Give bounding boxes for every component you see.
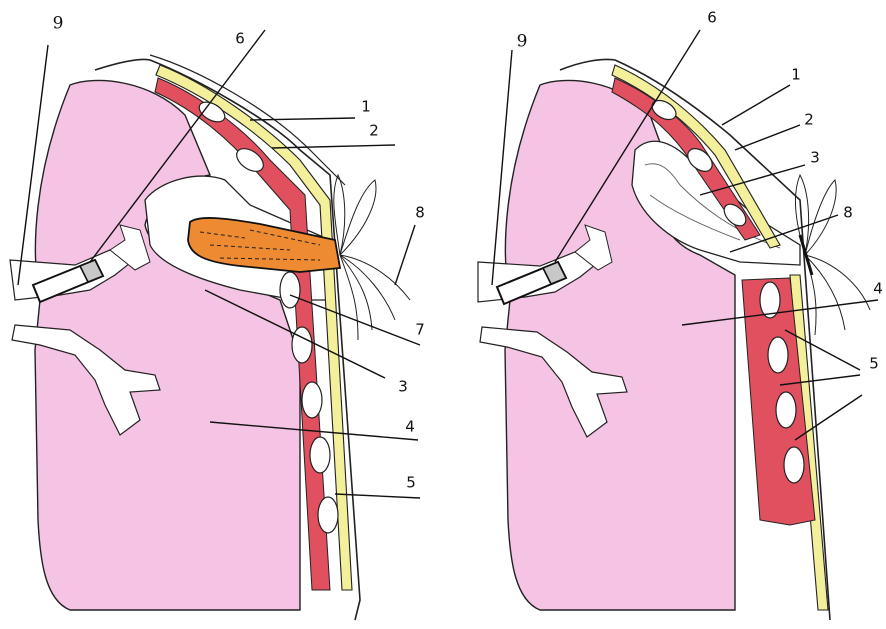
left-leader-2	[272, 145, 395, 148]
left-drain-fibers	[334, 175, 410, 340]
right-leader-1	[722, 85, 790, 125]
left-rib	[310, 437, 330, 473]
right-label-3: 3	[810, 151, 820, 166]
right-label-5: 5	[869, 357, 879, 372]
right-drain-tube	[800, 235, 812, 275]
right-label-8: 8	[843, 206, 853, 221]
right-label-4: 4	[873, 282, 883, 297]
right-label-1: 1	[791, 68, 801, 83]
left-rib	[292, 327, 312, 363]
right-rib	[784, 447, 804, 483]
left-leader-8	[395, 225, 415, 285]
right-label-6: 6	[707, 11, 717, 26]
left-label-6: 6	[235, 32, 245, 47]
right-rib	[776, 392, 796, 428]
left-label-7: 7	[415, 323, 425, 338]
left-label-5: 5	[406, 476, 416, 491]
left-label-4: 4	[405, 420, 415, 435]
left-leader-5	[335, 494, 420, 498]
left-rib	[318, 497, 338, 533]
right-leader-2	[735, 125, 800, 150]
left-leader-1	[250, 118, 355, 120]
right-label-9: 9	[517, 34, 528, 51]
left-label-2: 2	[369, 124, 379, 139]
left-rib	[280, 272, 300, 308]
left-label-3: 3	[398, 380, 408, 395]
right-rib	[768, 337, 788, 373]
left-label-9: 9	[53, 16, 64, 33]
left-label-8: 8	[415, 206, 425, 221]
left-rib	[302, 382, 322, 418]
left-panel	[10, 30, 420, 620]
right-panel	[478, 30, 878, 620]
left-label-1: 1	[361, 100, 371, 115]
right-label-2: 2	[804, 113, 814, 128]
